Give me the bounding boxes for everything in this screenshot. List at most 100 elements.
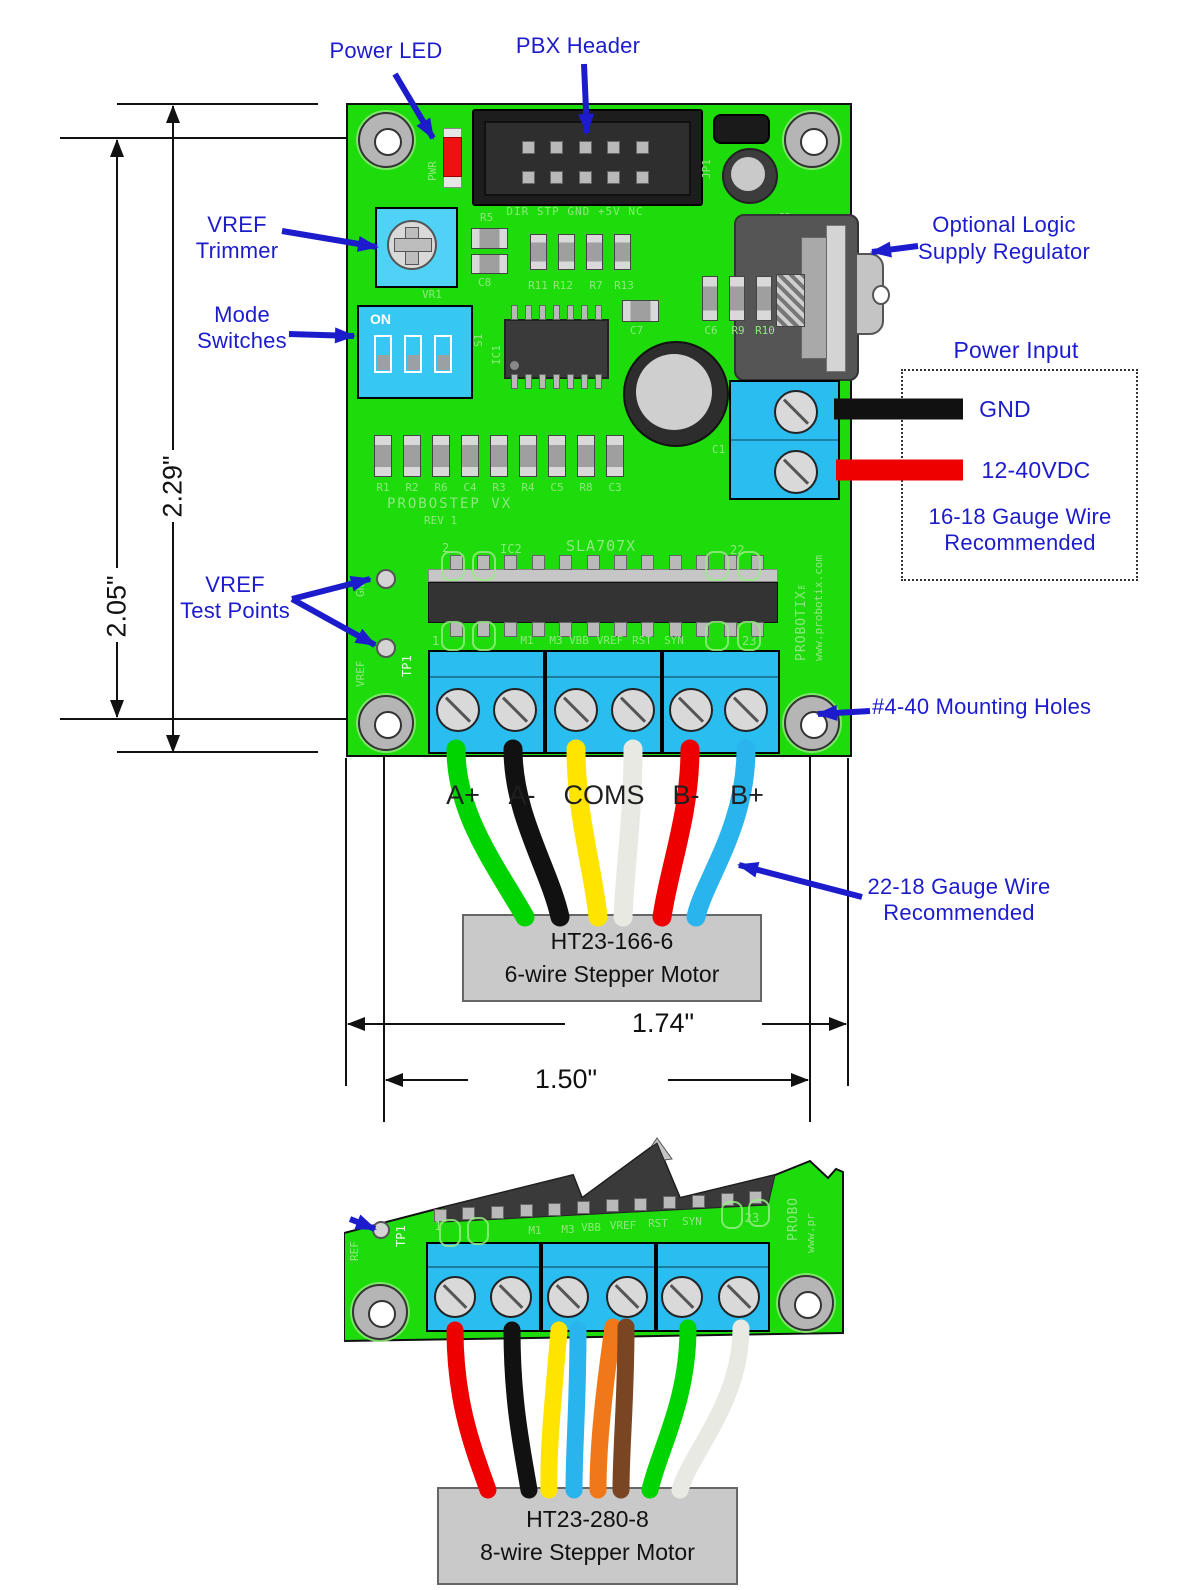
- pbx-header-pin: [550, 141, 563, 154]
- cap-component: [586, 234, 603, 270]
- chip-pin-label: RST: [648, 1217, 668, 1230]
- regulator-screw: [776, 274, 805, 327]
- pbx-header-pin: [636, 141, 649, 154]
- jp1-jumper: [713, 114, 770, 144]
- ic1-pin: [566, 374, 574, 389]
- sla707x-pin: [519, 1204, 533, 1218]
- chip-pin-label: M1: [520, 634, 534, 647]
- terminal-screw: [724, 688, 768, 732]
- smd-label: C3: [608, 481, 622, 494]
- pbx-pinout-silkscreen: DIR STP GND +5V NC: [506, 205, 644, 218]
- sla707x-pin: [548, 1202, 562, 1216]
- mounting-hole: [784, 112, 840, 168]
- motor2-box: HT23-280-8 8-wire Stepper Motor: [437, 1487, 738, 1585]
- mode-switches-label: Mode Switches: [197, 302, 287, 353]
- silkscreen-outline: [441, 621, 465, 651]
- smd-component: [606, 435, 624, 477]
- terminal-label-coms: COMS: [563, 780, 645, 810]
- silkscreen-outline: [472, 551, 496, 581]
- capacitor-c1-top: [636, 354, 712, 430]
- regulator-fin-notch: [872, 285, 890, 305]
- terminal-screw: [669, 688, 713, 732]
- silkscreen-outline: [748, 1199, 770, 1227]
- silkscreen-outline: [721, 1201, 743, 1229]
- sla707x-pin: [531, 622, 545, 637]
- terminal-screw: [554, 688, 598, 732]
- terminal-screw: [434, 1276, 476, 1318]
- terminal-screw: [661, 1276, 703, 1318]
- c8-silkscreen: C8: [478, 276, 492, 289]
- smd-label: R3: [492, 481, 506, 494]
- tp1-silkscreen: TP1: [394, 1225, 408, 1247]
- mounting-hole: [358, 695, 414, 751]
- terminal-screw: [547, 1276, 589, 1318]
- silkscreen-outline: [441, 551, 465, 581]
- ref-silkscreen: REF: [348, 1241, 361, 1261]
- terminal-label-b-plus: B+: [730, 780, 764, 810]
- smd-label: R4: [521, 481, 535, 494]
- c7-silkscreen: C7: [630, 324, 644, 337]
- smd-component: [374, 435, 392, 477]
- tp1-silkscreen: TP1: [400, 655, 414, 677]
- silkscreen-outline: [737, 551, 761, 581]
- pbx-header-inner: [484, 121, 691, 196]
- silkscreen-outline: [705, 551, 729, 581]
- motor1-model: HT23-166-6: [550, 928, 674, 954]
- sla707x-heatsink-strip: [428, 569, 778, 582]
- terminal-label-a-plus: A+: [446, 780, 480, 810]
- pin23-silkscreen: 23: [744, 1211, 760, 1225]
- vref-test-point: [372, 1221, 390, 1239]
- capacitor-c7: [622, 300, 659, 322]
- smd-label: R1: [376, 481, 390, 494]
- smd-label: R8: [579, 481, 593, 494]
- dim-hole-spacing-h: 1.50": [534, 1064, 598, 1094]
- url-silkscreen: www.probotix.com: [812, 555, 825, 661]
- ic1-pin: [552, 374, 560, 389]
- gnd-tp-silkscreen: GND: [354, 577, 367, 597]
- ic1-pin: [594, 305, 602, 320]
- pbx-header-pin: [522, 171, 535, 184]
- ic1-pin: [566, 305, 574, 320]
- vref-trimmer-label: VREF Trimmer: [195, 212, 279, 263]
- terminal-screw: [606, 1276, 648, 1318]
- capacitor-c2-top: [731, 157, 765, 191]
- chip-pin-label: SYN: [682, 1215, 702, 1228]
- gnd-test-point: [376, 569, 396, 589]
- dim-board-width: 1.74": [631, 1008, 695, 1038]
- sla707x-pin: [605, 1199, 619, 1213]
- ic2-silkscreen: IC2: [500, 542, 522, 556]
- ic1-pin: [510, 374, 518, 389]
- gnd-label: GND: [979, 396, 1031, 422]
- dip-switch: [404, 335, 422, 373]
- smd-component: [577, 435, 595, 477]
- test-points-label: VREF Test Points: [180, 572, 290, 623]
- silkscreen-outline: [737, 621, 761, 651]
- chip-pin-label: VREF: [596, 634, 624, 647]
- pbx-header-pin: [607, 141, 620, 154]
- brand-partial-silkscreen: PROBO: [786, 1196, 801, 1241]
- chip-pin-label: RST: [632, 634, 652, 647]
- smd-component: [490, 435, 508, 477]
- smd-component: [548, 435, 566, 477]
- terminal-label-b-minus: B-: [672, 780, 700, 810]
- board-title-silkscreen: PROBOSTEP VX: [387, 496, 513, 512]
- motor1-type: 6-wire Stepper Motor: [504, 961, 720, 987]
- smd-component: [461, 435, 479, 477]
- pbx-header-pin: [579, 171, 592, 184]
- sla707x-pin: [691, 1194, 705, 1208]
- smd-label: R2: [405, 481, 419, 494]
- sla707x-pin: [641, 622, 655, 637]
- dip-on-label: ON: [370, 311, 391, 327]
- ic1-pin: [538, 305, 546, 320]
- smd-component: [403, 435, 421, 477]
- cap-label: R7: [589, 279, 603, 292]
- smd-label: C4: [463, 481, 477, 494]
- sla707x-silkscreen: SLA707X: [566, 537, 637, 555]
- power-terminal-screw: [774, 450, 818, 494]
- trimmer-screw: [387, 220, 437, 270]
- mounting-hole: [784, 695, 840, 751]
- right-cap-label: R10: [755, 324, 775, 337]
- motor2-model: HT23-280-8: [526, 1506, 649, 1532]
